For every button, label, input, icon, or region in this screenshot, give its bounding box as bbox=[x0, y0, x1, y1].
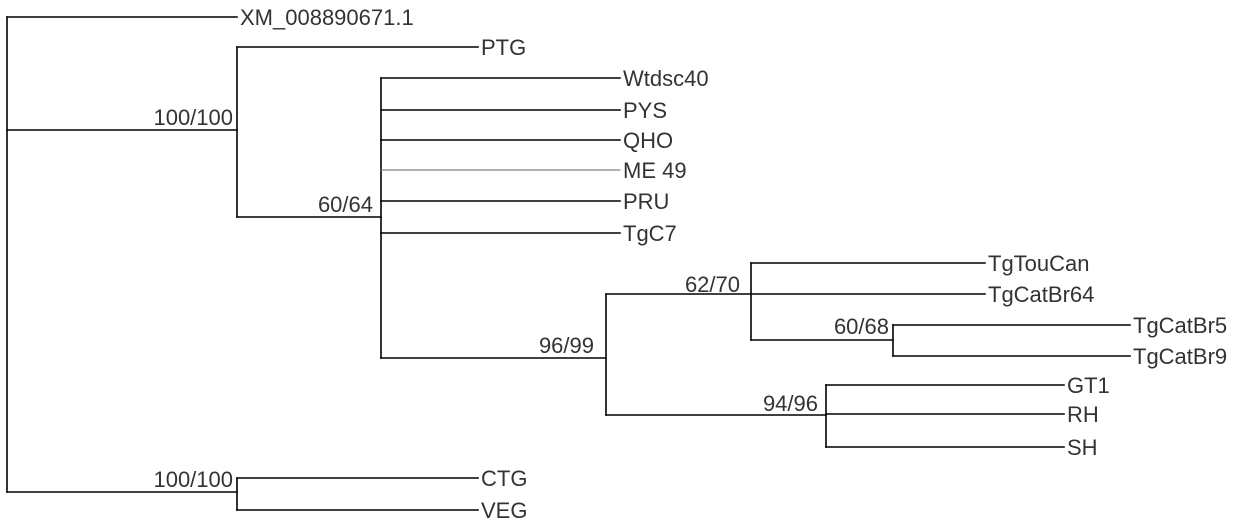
taxon-label-tgcatbr5: TgCatBr5 bbox=[1133, 313, 1227, 338]
taxon-label-ctg: CTG bbox=[481, 466, 527, 491]
taxon-label-tgcatbr64: TgCatBr64 bbox=[988, 282, 1094, 307]
taxon-label-tgc7: TgC7 bbox=[623, 221, 677, 246]
support-value-94-96-clade: 94/96 bbox=[763, 391, 818, 416]
support-value-ctg-veg-clade: 100/100 bbox=[153, 467, 233, 492]
tree-labels: XM_008890671.1 PTG Wtdsc40 PYS QHO ME 49… bbox=[153, 5, 1227, 523]
taxon-label-wtdsc40: Wtdsc40 bbox=[623, 66, 709, 91]
taxon-label-xm-008890671-1: XM_008890671.1 bbox=[240, 5, 414, 30]
taxon-label-gt1: GT1 bbox=[1067, 373, 1110, 398]
taxon-label-qho: QHO bbox=[623, 128, 673, 153]
taxon-label-pru: PRU bbox=[623, 189, 669, 214]
taxon-label-veg: VEG bbox=[481, 498, 527, 523]
tree-branches bbox=[6, 16, 1131, 511]
support-value-60-68-clade: 60/68 bbox=[834, 314, 889, 339]
taxon-label-pys: PYS bbox=[623, 98, 667, 123]
support-value-type-ii-clade: 60/64 bbox=[318, 192, 373, 217]
taxon-label-me-49: ME 49 bbox=[623, 158, 687, 183]
support-value-96-99-clade: 96/99 bbox=[539, 333, 594, 358]
taxon-label-tgcatbr9: TgCatBr9 bbox=[1133, 344, 1227, 369]
support-value-62-70-clade: 62/70 bbox=[685, 272, 740, 297]
taxon-label-sh: SH bbox=[1067, 435, 1098, 460]
taxon-label-rh: RH bbox=[1067, 402, 1099, 427]
taxon-label-tgtoucan: TgTouCan bbox=[988, 251, 1090, 276]
taxon-label-ptg: PTG bbox=[481, 35, 526, 60]
support-value-main-clade: 100/100 bbox=[153, 105, 233, 130]
